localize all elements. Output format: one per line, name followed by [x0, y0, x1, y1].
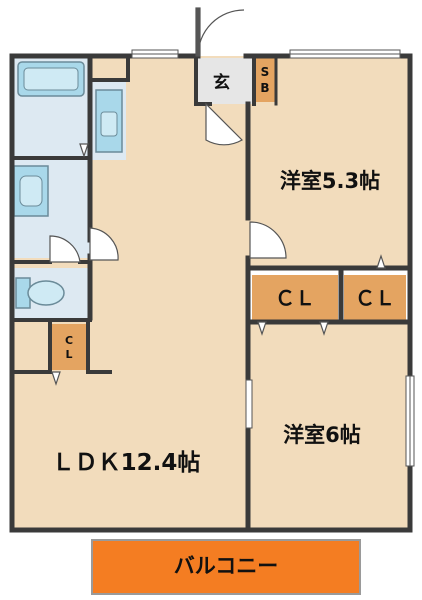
ldk-label: ＬＤＫ12.4帖: [52, 450, 201, 476]
balcony-edge: [91, 539, 361, 595]
windows: [131, 49, 415, 467]
closet-b-fill: [344, 275, 406, 320]
closet-a-fill: [252, 275, 338, 320]
shoe-box-fill: [255, 58, 275, 102]
entrance-label: 玄: [213, 72, 230, 93]
entrance-floor: [198, 58, 253, 104]
bedroom-b-label: 洋室6帖: [283, 423, 361, 447]
closet-a-label: ＣＬ: [275, 286, 315, 310]
doors: [49, 7, 386, 386]
balcony-fill: [92, 540, 360, 594]
bedroom-a-label: 洋室5.3帖: [280, 169, 380, 193]
closet-small-fill: [52, 324, 86, 370]
closet-b-label: ＣＬ: [355, 286, 395, 310]
bedroom-b-floor: [248, 322, 408, 530]
balcony-label: バルコニー: [174, 554, 279, 578]
